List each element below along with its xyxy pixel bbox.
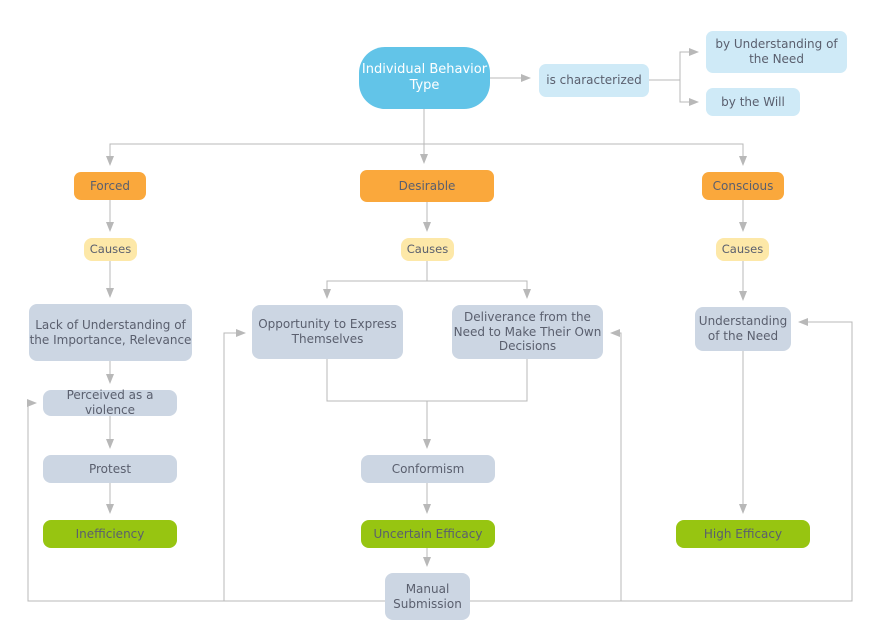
- node-causes-desirable[interactable]: Causes: [401, 238, 454, 261]
- node-causes-conscious[interactable]: Causes: [716, 238, 769, 261]
- node-forced[interactable]: Forced: [74, 172, 146, 200]
- node-conscious[interactable]: Conscious: [702, 172, 784, 200]
- edge-feedback-opportunity: [223, 329, 385, 602]
- node-deliverance-from-the-need[interactable]: Deliverance from the Need to Make Their …: [452, 305, 603, 359]
- node-lack-of-understanding[interactable]: Lack of Understanding of the Importance,…: [29, 304, 192, 361]
- edge-feedback-perceived: [27, 399, 385, 602]
- node-is-characterized[interactable]: is characterized: [539, 64, 649, 97]
- edge-bracket-merge: [326, 359, 528, 402]
- node-inefficiency[interactable]: Inefficiency: [43, 520, 177, 548]
- node-high-efficacy[interactable]: High Efficacy: [676, 520, 810, 548]
- node-opportunity-to-express-themselves[interactable]: Opportunity to Express Themselves: [252, 305, 403, 359]
- node-desirable[interactable]: Desirable: [360, 170, 494, 202]
- node-manual-submission[interactable]: Manual Submission: [385, 573, 470, 620]
- edge-feedback-understanding: [470, 318, 853, 602]
- edge-group: [27, 48, 853, 602]
- node-by-understanding-of-the-need[interactable]: by Understanding of the Need: [706, 31, 847, 73]
- node-conformism[interactable]: Conformism: [361, 455, 495, 483]
- edge-root-forced: [106, 109, 425, 166]
- node-understanding-of-the-need[interactable]: Understanding of the Need: [695, 307, 791, 351]
- edge-causes-deliverance: [426, 261, 531, 299]
- edge-causes-opportunity: [323, 261, 428, 299]
- node-protest[interactable]: Protest: [43, 455, 177, 483]
- edge-group-plain: [326, 359, 528, 402]
- node-individual-behavior-type[interactable]: Individual Behavior Type: [359, 47, 490, 109]
- edge-root-conscious: [423, 109, 747, 166]
- edge-ischaracterized-byunderstanding: [649, 48, 699, 81]
- node-causes-forced[interactable]: Causes: [84, 238, 137, 261]
- node-perceived-as-a-violence[interactable]: Perceived as a violence: [43, 388, 177, 417]
- node-by-the-will[interactable]: by the Will: [706, 88, 800, 116]
- edge-ischaracterized-bythewill: [649, 79, 699, 106]
- node-uncertain-efficacy[interactable]: Uncertain Efficacy: [361, 520, 495, 548]
